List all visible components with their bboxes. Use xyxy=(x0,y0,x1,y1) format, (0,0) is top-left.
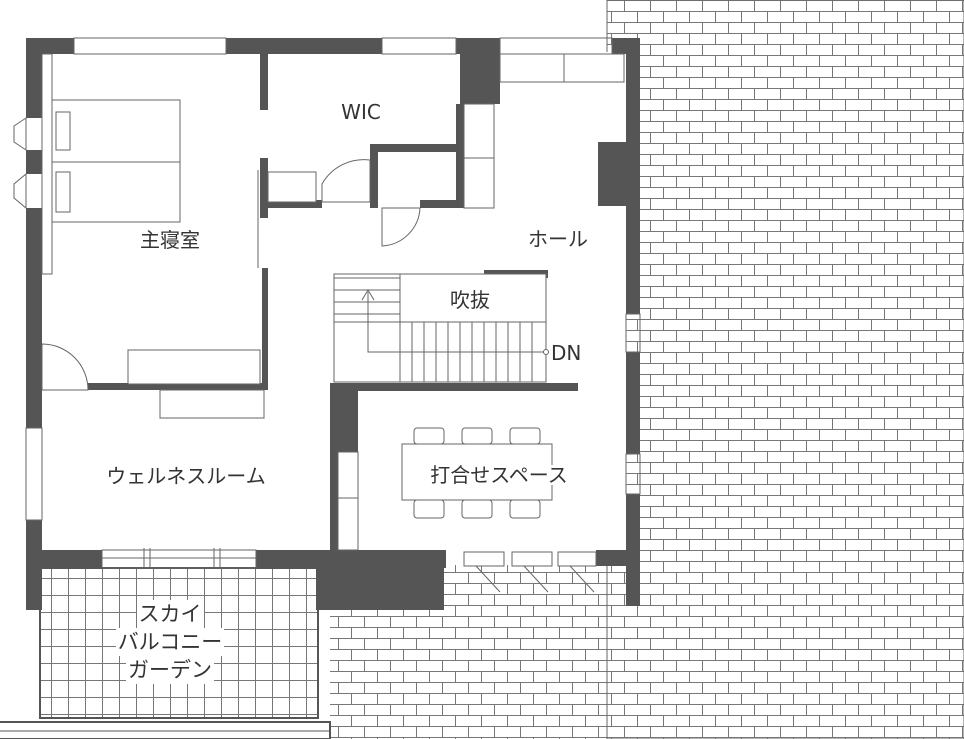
windows xyxy=(25,37,641,569)
sky-balcony-garden-label: スカイ バルコニー ガーデン xyxy=(70,600,270,684)
hall-label: ホール xyxy=(528,227,588,251)
bed-1 xyxy=(51,99,181,163)
meeting-space-label: 打合せスペース xyxy=(428,463,570,487)
balcony-window-marks xyxy=(102,548,595,593)
master-bedroom-label: 主寝室 xyxy=(140,228,200,252)
bed-2 xyxy=(51,161,181,223)
wic-label: WIC xyxy=(341,100,381,124)
sky-balcony-line-3: ガーデン xyxy=(126,656,214,684)
sky-balcony-line-1: スカイ xyxy=(136,600,204,628)
doors xyxy=(41,159,421,391)
sky-balcony-line-2: バルコニー xyxy=(115,628,225,656)
stairs-down-label: DN xyxy=(551,341,582,365)
exterior-walls xyxy=(26,38,640,610)
staircase xyxy=(333,273,549,383)
roof-brick-area xyxy=(607,0,964,739)
atrium-label: 吹抜 xyxy=(448,288,492,312)
wellness-room-label: ウェルネスルーム xyxy=(106,464,266,488)
